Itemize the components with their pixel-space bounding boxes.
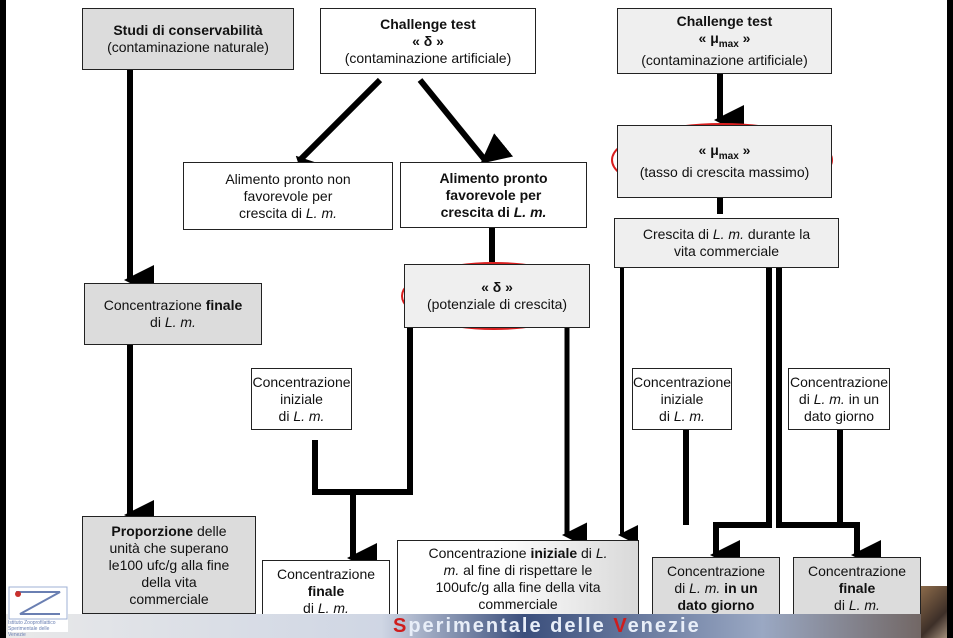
delta-potenziale-box: « δ » (potenziale di crescita) xyxy=(404,264,590,328)
conc-iniz-right-l1: Concentrazione xyxy=(632,373,732,390)
conc-iniz-mid-l2: iniziale xyxy=(280,390,323,407)
conc-iniziale-mid-box: Concentrazione iniziale di L. m. xyxy=(251,368,352,430)
crescita-l2: vita commerciale xyxy=(673,243,780,259)
line-delta-to-finale xyxy=(353,328,413,495)
alimento-favorevole-box: Alimento pronto favorevole per crescita … xyxy=(400,162,587,228)
proporzione-l4: della vita xyxy=(141,573,197,590)
conc-finale-br-l1: Concentrazione xyxy=(807,562,907,579)
challenge-delta-l1: Challenge test xyxy=(380,15,476,32)
proporzione-l1: Proporzione delle xyxy=(111,522,227,539)
concentrazione-finale-left-box: Concentrazione finale di L. m. xyxy=(84,283,262,345)
conc-giorno-l1: Concentrazione xyxy=(789,373,889,390)
crescita-l1: Crescita di L. m. durante la xyxy=(642,226,811,242)
non-fav-l2: favorevole per xyxy=(243,187,333,204)
challenge-mu-box: Challenge test « μmax » (contaminazione … xyxy=(617,8,832,74)
conc-finale-br-l3: di L. m. xyxy=(834,596,880,613)
challenge-mu-l2: « μmax » xyxy=(698,29,751,50)
fav-l1: Alimento pronto xyxy=(439,169,548,186)
alimento-non-favorevole-box: Alimento pronto non favorevole per cresc… xyxy=(183,162,393,230)
conc-finale-left-l2: di L. m. xyxy=(150,314,196,330)
arrow-delta-to-nonfav xyxy=(295,77,383,188)
mu-max-box: « μmax » (tasso di crescita massimo) xyxy=(617,125,832,198)
arrow-crescita-to-giorno xyxy=(710,268,772,570)
studi-title: Studi di conservabilità xyxy=(113,22,263,38)
studi-conservabilita-box: Studi di conservabilità (contaminazione … xyxy=(82,8,294,70)
arrow-crescita-to-finale-br xyxy=(776,268,881,570)
left-black-border xyxy=(0,0,6,638)
conc-iniz-right-l3: di L. m. xyxy=(659,407,705,424)
conc-iniz-mid-l1: Concentrazione xyxy=(252,373,351,390)
mu-max-l1: « μmax » xyxy=(698,141,751,162)
conc-iniz-fine-l4: commerciale xyxy=(478,596,558,612)
non-fav-l1: Alimento pronto non xyxy=(225,170,351,187)
challenge-mu-l1: Challenge test xyxy=(676,12,773,29)
conc-giorno-l2: di L. m. in un xyxy=(798,390,880,407)
izs-logo-mark-icon xyxy=(8,586,68,620)
conc-iniziale-rispettare-box: Concentrazione iniziale di L. m. al fine… xyxy=(397,540,639,618)
conc-giorno-b-l2: di L. m. in un xyxy=(674,579,758,596)
footer-banner xyxy=(0,614,953,638)
challenge-delta-l3: (contaminazione artificiale) xyxy=(344,49,512,66)
conc-giorno-l3: dato giorno xyxy=(803,407,875,424)
arrow-delta-to-fav xyxy=(417,78,514,164)
delta-l2: (potenziale di crescita) xyxy=(426,296,568,312)
crescita-vita-commerciale-box: Crescita di L. m. durante la vita commer… xyxy=(614,218,839,268)
conc-iniz-fine-l1: Concentrazione iniziale di L. xyxy=(428,545,608,561)
conc-giorno-b-l1: Concentrazione xyxy=(666,562,766,579)
fav-l2: favorevole per xyxy=(445,186,542,203)
conc-finale-bottom-mid-box: Concentrazione finale di L. m. xyxy=(262,560,390,622)
conc-dato-giorno-bottom-box: Concentrazione di L. m. in un dato giorn… xyxy=(652,557,780,619)
conc-iniz-fine-l3: 100ufc/g alla fine della vita xyxy=(435,579,601,595)
conc-finale-bm-l2: finale xyxy=(307,582,345,599)
conc-dato-giorno-box: Concentrazione di L. m. in un dato giorn… xyxy=(788,368,890,430)
proporzione-l3: le100 ufc/g alla fine xyxy=(108,556,230,573)
footer-banner-text: Sperimentale delle Venezie xyxy=(393,615,701,637)
conc-finale-left-l1: Concentrazione finale xyxy=(103,297,243,313)
delta-l1: « δ » xyxy=(481,279,513,295)
fav-l3: crescita di L. m. xyxy=(440,203,547,220)
conc-giorno-b-l3: dato giorno xyxy=(677,596,755,613)
conc-finale-bottom-right-box: Concentrazione finale di L. m. xyxy=(793,557,921,619)
conc-finale-br-l2: finale xyxy=(838,579,876,596)
conc-iniz-fine-l2: m. al fine di rispettare le xyxy=(443,562,593,578)
arrow-iniz-to-finale xyxy=(312,440,377,573)
conc-iniz-mid-l3: di L. m. xyxy=(278,407,325,424)
conc-finale-bm-l3: di L. m. xyxy=(303,599,349,616)
challenge-mu-l3: (contaminazione artificiale) xyxy=(641,52,808,69)
non-fav-l3: crescita di L. m. xyxy=(238,204,338,221)
challenge-delta-box: Challenge test « δ » (contaminazione art… xyxy=(320,8,536,74)
studi-subtitle: (contaminazione naturale) xyxy=(107,39,269,55)
conc-finale-bm-l1: Concentrazione xyxy=(276,565,376,582)
proporzione-box: Proporzione delle unità che superano le1… xyxy=(82,516,256,614)
conc-iniz-right-l2: iniziale xyxy=(660,390,704,407)
right-black-border xyxy=(947,0,953,638)
conc-iniziale-right-box: Concentrazione iniziale di L. m. xyxy=(632,368,732,430)
proporzione-l2: unità che superano xyxy=(109,539,229,556)
mu-max-l2: (tasso di crescita massimo) xyxy=(639,164,810,181)
challenge-delta-l2: « δ » xyxy=(412,32,444,49)
proporzione-l5: commerciale xyxy=(129,590,209,607)
